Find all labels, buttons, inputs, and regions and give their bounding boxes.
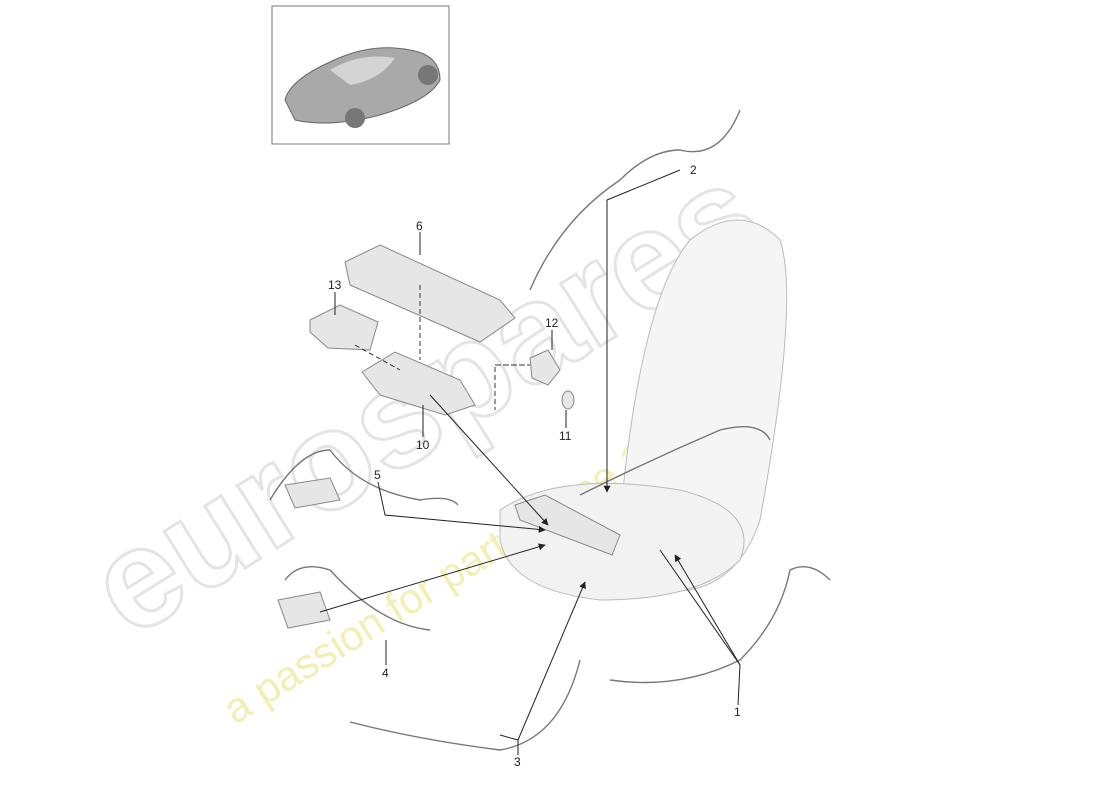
callout-2[interactable]: 2 xyxy=(690,163,697,177)
harness-seat xyxy=(579,426,771,496)
harness-3 xyxy=(349,659,581,751)
callout-10[interactable]: 10 xyxy=(416,438,430,452)
harness-2 xyxy=(529,109,741,291)
part-seat-module[interactable] xyxy=(514,494,621,556)
part-10-bracket[interactable] xyxy=(361,351,476,416)
car-thumbnail xyxy=(271,5,450,145)
callout-13[interactable]: 13 xyxy=(328,278,342,292)
harness-4 xyxy=(284,566,431,631)
assembly-lines xyxy=(354,285,530,410)
part-6-control-unit[interactable] xyxy=(344,244,516,343)
callout-11[interactable]: 11 xyxy=(559,429,572,443)
leader-lines xyxy=(319,169,741,755)
callout-5[interactable]: 5 xyxy=(374,468,381,482)
part-13-module[interactable] xyxy=(309,304,379,351)
part-4-harness-box[interactable] xyxy=(277,591,331,629)
callout-1[interactable]: 1 xyxy=(734,705,741,719)
part-12-relay[interactable] xyxy=(529,349,561,386)
part-5-harness-box[interactable] xyxy=(284,477,341,509)
callout-6[interactable]: 6 xyxy=(416,219,423,233)
harness-1 xyxy=(609,566,831,684)
harness-5 xyxy=(269,449,459,506)
callout-3[interactable]: 3 xyxy=(514,755,521,769)
callout-12[interactable]: 12 xyxy=(545,316,559,330)
part-11-plug[interactable] xyxy=(561,390,575,410)
callout-4[interactable]: 4 xyxy=(382,666,389,680)
